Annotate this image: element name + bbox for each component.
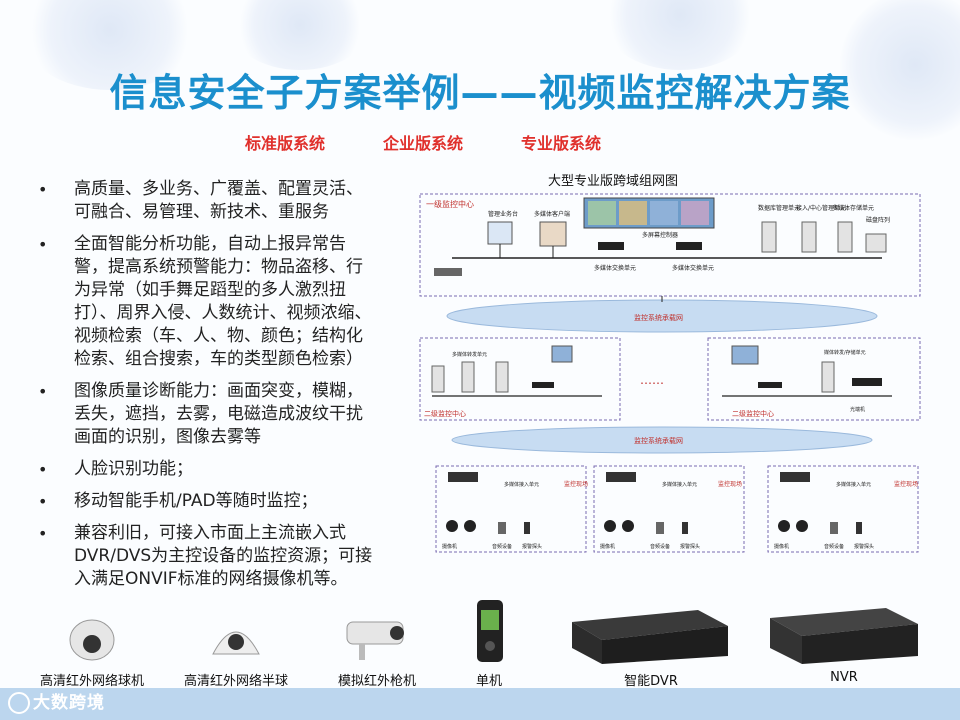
db-label: 数据库管理单元 <box>758 204 800 212</box>
site-group: 摄像机 音频设备 报警探头 多媒体接入单元 监控现场 <box>767 465 919 553</box>
feature-list: 高质量、多业务、广覆盖、配置灵活、可融合、易管理、新技术、重服务 全面智能分析功… <box>38 178 378 600</box>
list-item: 移动智能手机/PAD等随时监控； <box>38 490 378 513</box>
switch-unit-icon <box>598 242 624 250</box>
site-group: 摄像机 音频设备 报警探头 多媒体接入单元 监控现场 <box>435 465 588 553</box>
server-icon <box>495 361 509 393</box>
product-label: 单机 <box>475 674 502 689</box>
product-label: 高清红外网络半球 <box>183 674 288 689</box>
server-icon <box>837 221 853 253</box>
product-label: NVR <box>830 670 858 685</box>
switch-label: 多媒体交换单元 <box>672 264 714 272</box>
level2-label: 二级监控中心 <box>732 409 774 418</box>
optical-transceiver-icon <box>852 378 882 386</box>
switch-unit-icon <box>758 382 782 388</box>
site-label: 监控现场 <box>718 480 742 488</box>
product-label: 高清红外网络球机 <box>39 674 144 689</box>
monitor-icon <box>731 345 759 365</box>
network-label: 监控系统承载网 <box>634 313 683 322</box>
level1-center-box <box>419 193 921 297</box>
access-label: 多媒体接入单元 <box>836 481 871 488</box>
mgmt-terminal-icon <box>487 221 513 245</box>
level2-center-box <box>419 337 621 421</box>
hemisphere-camera-icon <box>212 631 260 655</box>
product-bullet-camera: 模拟红外枪机 <box>322 604 432 689</box>
bullet-camera-icon <box>346 621 404 660</box>
product-dome-camera: 高清红外网络球机 <box>30 604 154 689</box>
more-centers-dots: …… <box>640 373 664 387</box>
alarm-label: 报警探头 <box>522 543 542 550</box>
product-dvr: 智能DVR <box>566 604 736 689</box>
network-cloud <box>451 426 873 454</box>
flower-decoration <box>840 0 960 140</box>
audio-label: 音频设备 <box>824 543 844 550</box>
site-label: 监控现场 <box>894 480 918 488</box>
network-topology-diagram: 一级监控中心 管理业务台 多媒体客户端 多屏幕控制器 多媒体交换单元 多媒体交换… <box>419 193 921 553</box>
logo-ring-icon <box>8 692 30 714</box>
dome-camera-icon <box>69 619 115 661</box>
level2-label: 二级监控中心 <box>424 409 466 418</box>
nvr-icon <box>770 608 918 664</box>
switch-unit-icon <box>676 242 702 250</box>
watermark-text: 大数跨境 <box>33 693 105 713</box>
access-label: 多媒体接入单元 <box>504 481 539 488</box>
disk-array-icon <box>431 365 445 393</box>
mgmt-label: 管理业务台 <box>488 210 518 218</box>
wall-controller-label: 多屏幕控制器 <box>642 231 678 239</box>
disk-label: 磁盘阵列 <box>866 216 890 224</box>
server-icon <box>761 221 777 253</box>
alarm-label: 报警探头 <box>680 543 700 550</box>
server-icon <box>801 221 817 253</box>
product-nvr: NVR <box>766 604 922 685</box>
network-label: 监控系统承载网 <box>634 436 683 445</box>
switch-label: 多媒体交换单元 <box>594 264 636 272</box>
site-label: 监控现场 <box>564 480 588 488</box>
storage-label: 多媒体存储单元 <box>832 204 874 212</box>
level2-center-box <box>707 337 921 421</box>
tab-enterprise[interactable]: 企业版系统 <box>383 134 464 153</box>
disk-array-icon <box>865 233 887 253</box>
list-item: 高质量、多业务、广覆盖、配置灵活、可融合、易管理、新技术、重服务 <box>38 178 378 224</box>
camera-label: 摄像机 <box>774 543 789 550</box>
tab-standard[interactable]: 标准版系统 <box>245 134 326 153</box>
access-label: 接入/中心管理单元 <box>796 204 846 212</box>
site-group: 摄像机 音频设备 报警探头 多媒体接入单元 监控现场 <box>593 465 745 553</box>
diagram-title: 大型专业版跨域组网图 <box>548 174 679 189</box>
slide-title: 信息安全子方案举例——视频监控解决方案 <box>109 71 851 115</box>
forward-label: 多媒体转发单元 <box>452 351 487 358</box>
level1-label: 一级监控中心 <box>426 199 474 209</box>
handheld-device-icon <box>477 600 503 662</box>
list-item: 图像质量诊断能力：画面突变，模糊，丢失，遮挡，去雾，电磁造成波纹干扰画面的识别，… <box>38 380 378 449</box>
flower-decoration <box>230 0 370 70</box>
monitor-icon <box>551 345 573 363</box>
product-label: 模拟红外枪机 <box>337 674 416 689</box>
edition-tabs: 标准版系统 企业版系统 专业版系统 <box>245 130 601 154</box>
watermark-logo: 大数跨境 <box>8 688 105 714</box>
audio-label: 音频设备 <box>492 543 512 550</box>
dvr-icon <box>572 610 728 664</box>
client-label: 多媒体客户端 <box>534 210 570 218</box>
audio-label: 音频设备 <box>650 543 670 550</box>
camera-label: 摄像机 <box>442 543 457 550</box>
access-label: 多媒体接入单元 <box>662 481 697 488</box>
list-item: 人脸识别功能； <box>38 458 378 481</box>
flower-decoration <box>600 0 760 70</box>
server-icon <box>821 361 835 393</box>
optic-label: 光端机 <box>850 406 865 413</box>
client-terminal-icon <box>539 221 567 247</box>
list-item: 全面智能分析功能，自动上报异常告警，提高系统预警能力：物品盗移、行为异常（如手舞… <box>38 233 378 371</box>
server-icon <box>461 361 475 393</box>
forward-storage-label: 媒体转发/存储单元 <box>824 349 866 356</box>
list-item: 兼容利旧，可接入市面上主流嵌入式DVR/DVS为主控设备的监控资源；可接入满足O… <box>38 522 378 591</box>
product-label: 智能DVR <box>624 674 678 689</box>
product-handheld: 单机 <box>452 596 526 689</box>
camera-label: 摄像机 <box>600 543 615 550</box>
switch-unit-icon <box>532 382 554 388</box>
product-hemisphere-camera: 高清红外网络半球 <box>174 604 298 689</box>
tab-professional[interactable]: 专业版系统 <box>521 134 602 153</box>
alarm-label: 报警探头 <box>854 543 874 550</box>
footer-bar <box>0 688 960 720</box>
router-icon <box>434 268 462 276</box>
